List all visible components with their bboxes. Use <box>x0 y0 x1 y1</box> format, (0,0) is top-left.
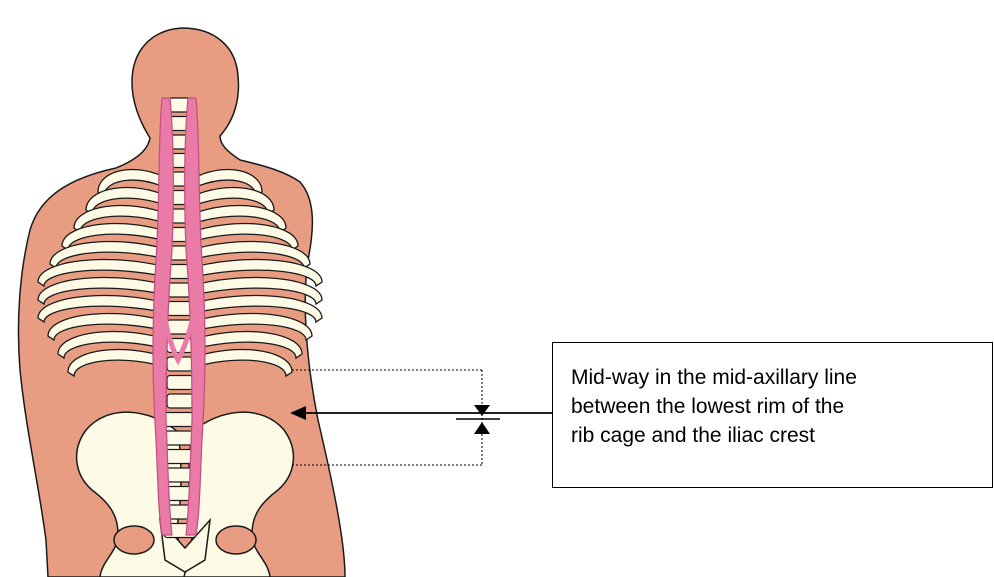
down-triangle-marker <box>474 405 490 416</box>
vertebra <box>167 394 193 408</box>
annotation-callout-box: Mid-way in the mid-axillary line between… <box>552 342 993 488</box>
vertebra <box>167 376 193 390</box>
up-triangle-marker <box>474 422 490 434</box>
midpoint-markers <box>456 405 500 434</box>
pointer-arrow <box>290 406 552 420</box>
annotation-text: Mid-way in the mid-axillary line between… <box>571 363 981 450</box>
